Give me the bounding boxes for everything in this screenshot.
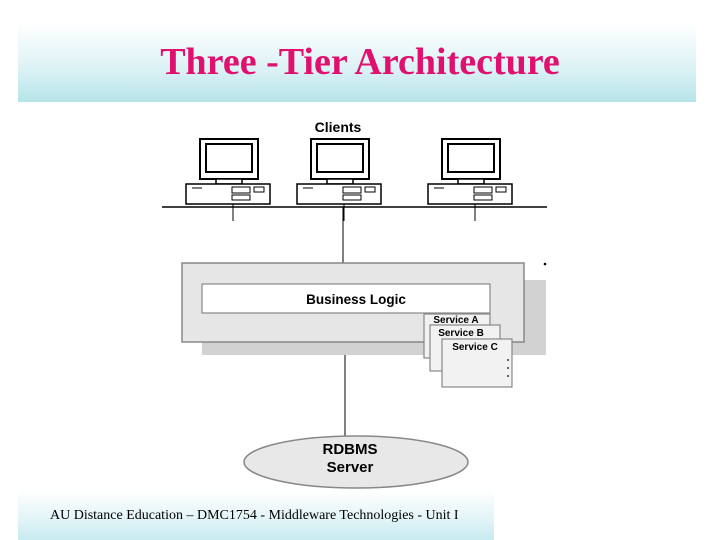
rdbms-server-ellipse xyxy=(243,435,469,489)
slide-title: Three -Tier Architecture xyxy=(160,41,560,83)
clients-label: Clients xyxy=(315,119,362,135)
slide-footer: AU Distance Education – DMC1754 - Middle… xyxy=(50,508,459,523)
server-label: Server xyxy=(327,459,374,476)
business-logic-box xyxy=(201,283,491,314)
dot-marker xyxy=(543,262,547,266)
service-a-label: Service A xyxy=(433,315,478,326)
footer-band xyxy=(18,490,494,540)
service-b-label: Service B xyxy=(438,328,484,339)
service-c-box xyxy=(441,338,513,388)
rdbms-label: RDBMS xyxy=(323,441,378,458)
business-logic-label: Business Logic xyxy=(306,292,406,307)
ellipsis-dot xyxy=(507,367,509,369)
service-c-label: Service C xyxy=(452,342,498,353)
client-computer-1 xyxy=(185,138,271,222)
ellipsis-dot xyxy=(507,375,509,377)
client-computer-3 xyxy=(427,138,513,222)
ellipsis-dot xyxy=(507,359,509,361)
title-band xyxy=(18,22,696,102)
client-computer-2 xyxy=(296,138,382,222)
